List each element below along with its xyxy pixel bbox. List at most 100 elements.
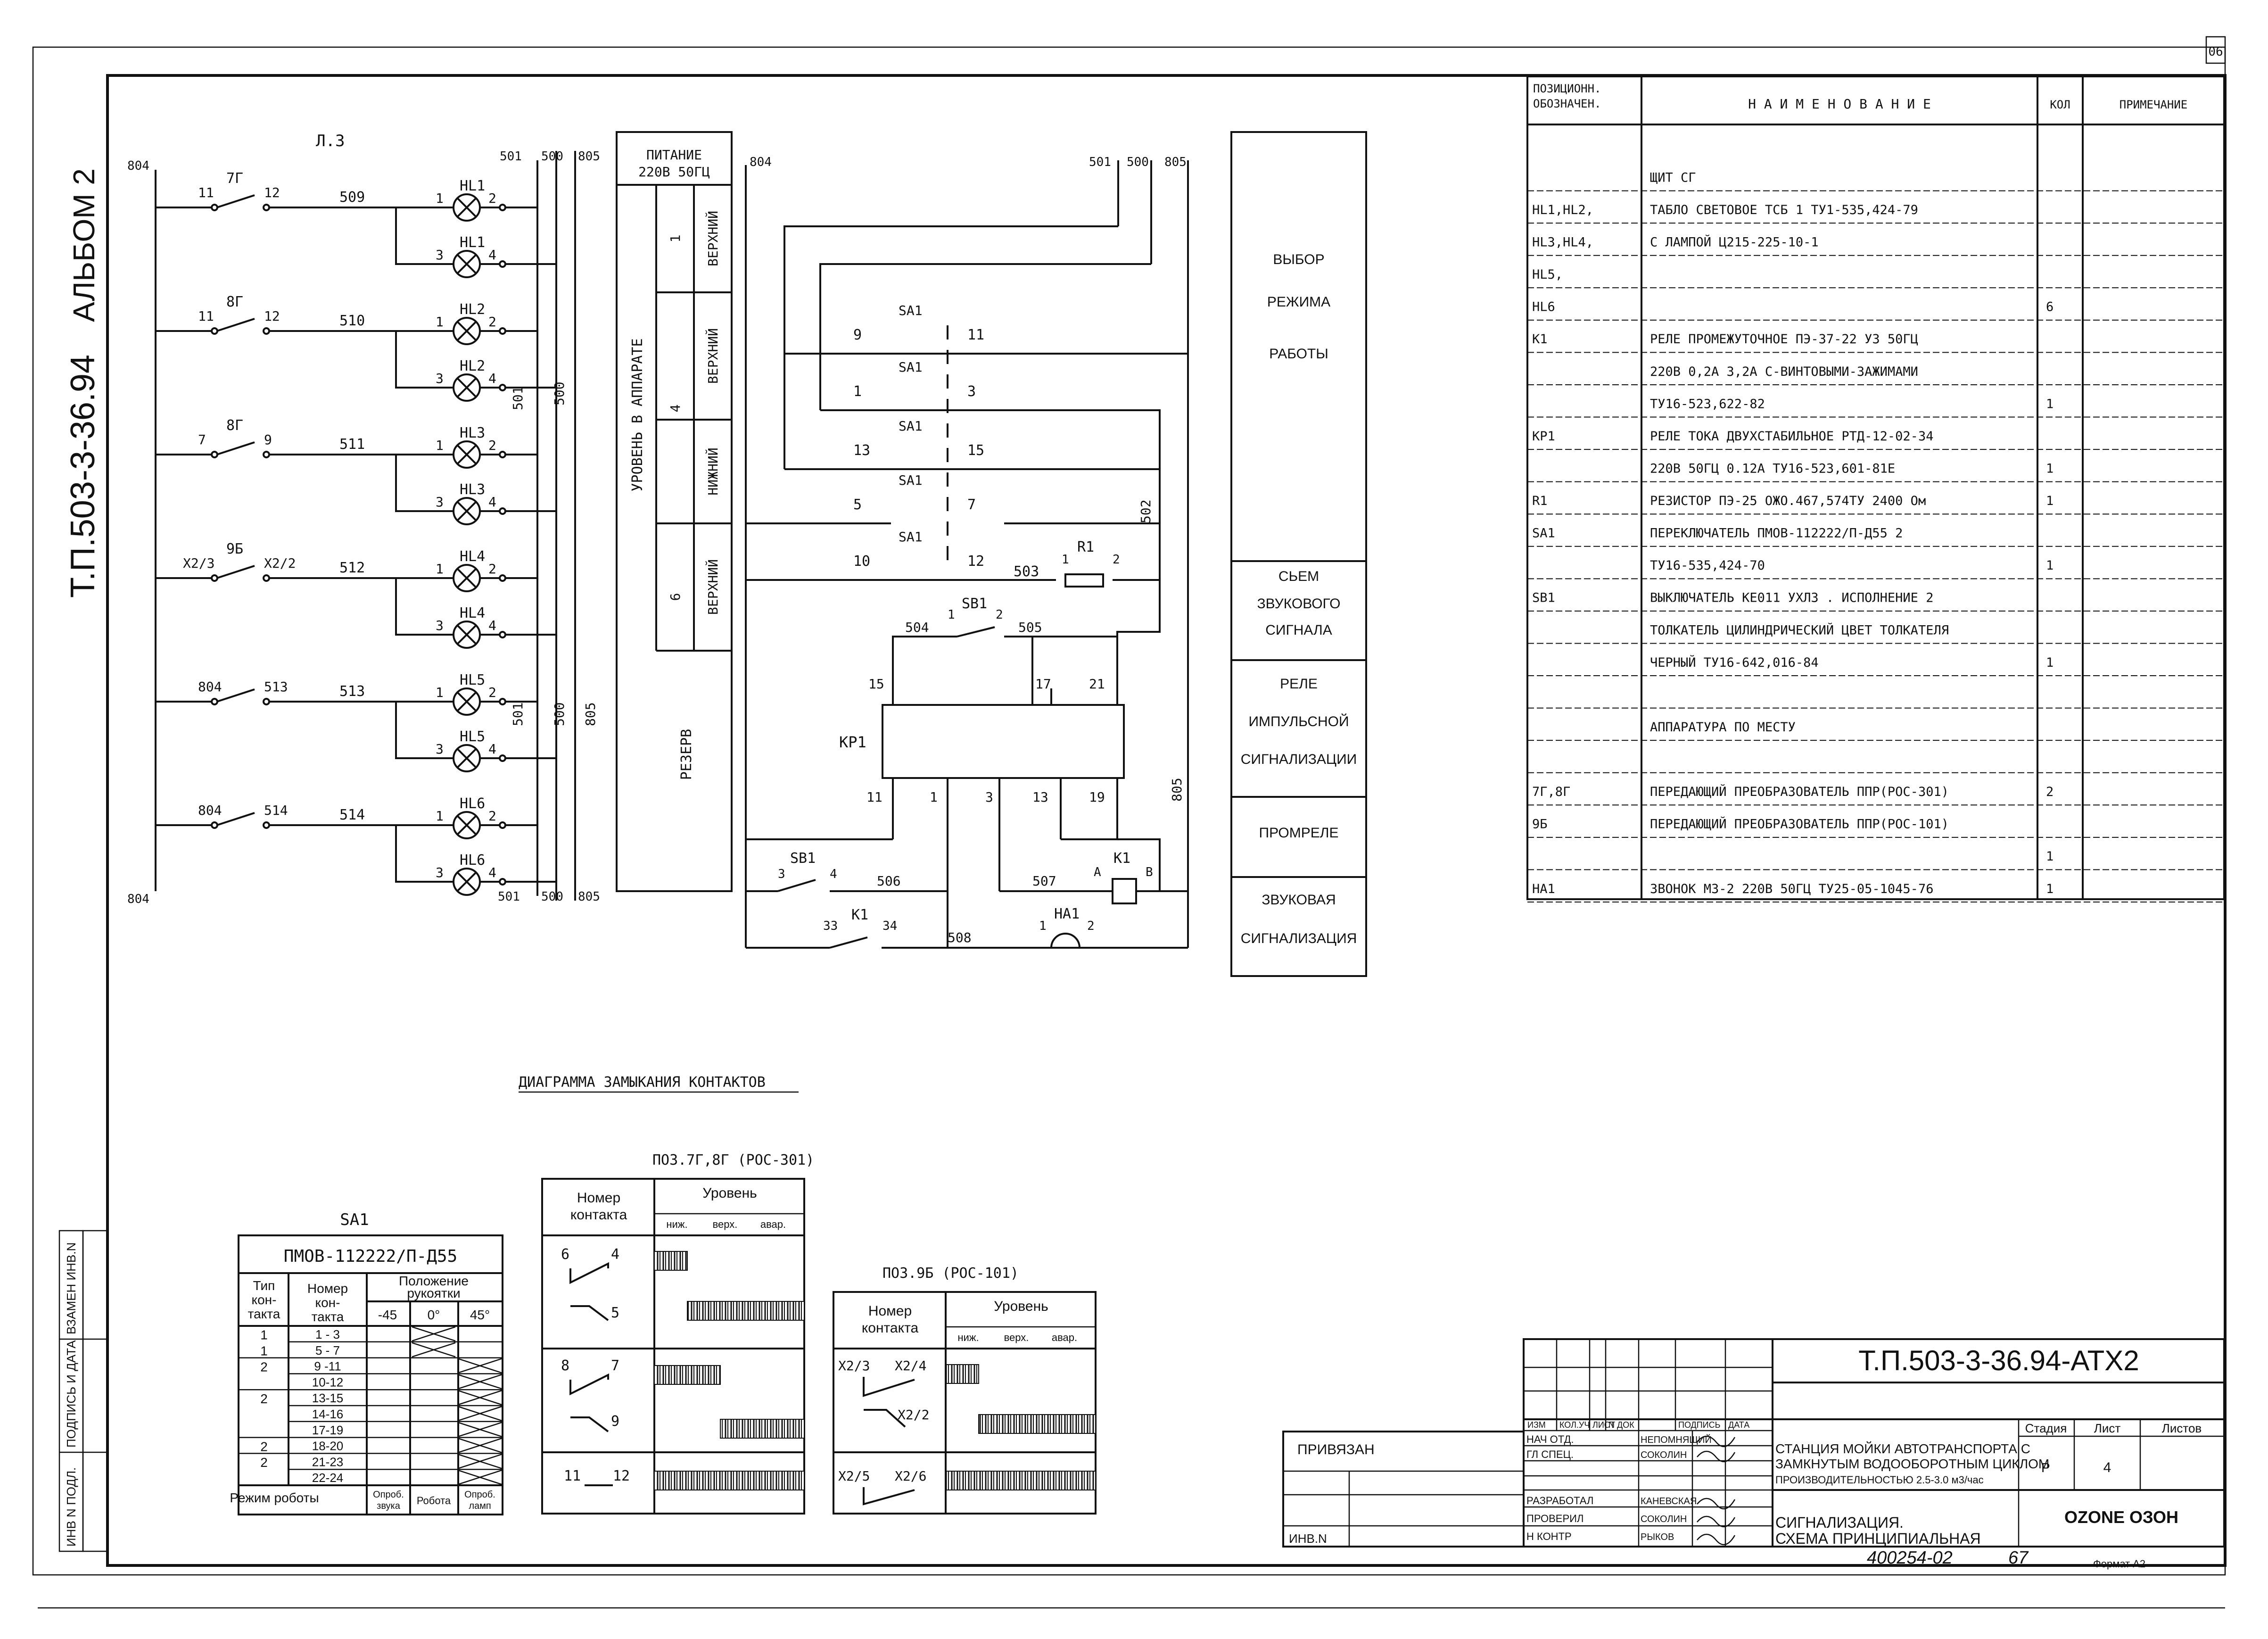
- pos101-c1b: Х2/4: [895, 1358, 926, 1374]
- supply-header-1: ПИТАНИЕ: [646, 147, 702, 163]
- pos301-level: Уровень: [702, 1185, 757, 1201]
- tb-name-1: НЕПОМНЯЩИЙ: [1641, 1434, 1712, 1445]
- level-row-num-4: 6: [668, 593, 683, 601]
- album-label: АЛЬБОМ 2: [67, 168, 101, 322]
- rc-k1c: К1: [851, 907, 868, 923]
- tb-col-sign: ПОДПИСЬ: [1678, 1420, 1720, 1430]
- lamp-label: HL3: [460, 481, 485, 498]
- rc-kp1-top-15: 15: [868, 676, 884, 692]
- rc-wire-507: 507: [1032, 873, 1056, 889]
- tb-project-1: СТАНЦИЯ МОЙКИ АВТОТРАНСПОРТА С: [1775, 1441, 2030, 1456]
- rc-top-805: 805: [1164, 155, 1187, 169]
- bus-b-top: 500: [541, 149, 563, 164]
- doc-code-vertical: Т.П.503-3-36.94: [64, 355, 102, 598]
- spec-h-pos-2: ОБОЗНАЧЕН.: [1533, 97, 1601, 110]
- lamp-pin: 2: [488, 314, 496, 330]
- right-circuit: 804 501 500 805 502 503 R1 1 2 SB1 1 2 5…: [745, 155, 1189, 949]
- pos101-c2a: Х2/5: [838, 1468, 870, 1484]
- lamp-label: HL3: [460, 425, 485, 441]
- branch-node-1: 11: [198, 185, 214, 200]
- spec-qty: 1: [2046, 849, 2054, 864]
- supply-header-2: 220В 50ГЦ: [638, 164, 710, 180]
- bell-icon: [1050, 933, 1081, 949]
- spec-qty: 1: [2046, 397, 2054, 411]
- handwritten-page: 67: [2008, 1548, 2029, 1568]
- rc-kp1-bot-13: 13: [1032, 789, 1048, 805]
- level-row-label-2: ВЕРХНИЙ: [705, 328, 721, 384]
- branch-node-2: 12: [264, 308, 280, 324]
- level-side-label: УРОВЕНЬ В АППАРАТЕ: [629, 338, 646, 491]
- pos101-c1a: Х2/3: [838, 1358, 870, 1374]
- lamp-pin: 2: [488, 685, 496, 700]
- sa1-angle-3: 45°: [470, 1308, 490, 1322]
- rc-kp1-bot-3: 3: [985, 789, 993, 805]
- svg-text:ламп: ламп: [469, 1501, 491, 1511]
- rc-wire-506: 506: [877, 873, 901, 889]
- lamp-pin: 2: [488, 808, 496, 824]
- sa1-pin-b: 3: [967, 383, 976, 400]
- sa1-footer: Режим роботы: [230, 1490, 319, 1505]
- spec-name: 220В 0,2А 3,2А С-ВИНТОВЫМИ-ЗАЖИМАМИ: [1650, 364, 1918, 379]
- rc-kp1-bot-11: 11: [866, 789, 882, 805]
- rc-top-500: 500: [1127, 155, 1149, 169]
- rc-sb1b-pin3: 3: [778, 867, 785, 881]
- spec-row: НА1 ЗВОНОК МЗ-2 220В 50ГЦ ТУ25-05-1045-76…: [1527, 882, 2224, 902]
- tb-role-1: НАЧ ОТД.: [1526, 1433, 1574, 1445]
- rc-sb1: SB1: [962, 596, 987, 612]
- sa1-row-num: 9 -11: [314, 1359, 341, 1374]
- lamp-pin: 1: [436, 685, 444, 700]
- lamp-pin: 1: [436, 561, 444, 577]
- rc-wire-805: 805: [1169, 778, 1185, 802]
- spec-pos: HL1,HL2,: [1532, 203, 1593, 217]
- spec-qty: 1: [2046, 494, 2054, 508]
- spec-pos: НА1: [1532, 882, 1555, 896]
- lamp-pin: 2: [488, 438, 496, 453]
- signature-5: [1697, 1533, 1736, 1546]
- pos101-title: ПОЗ.9Б (РОС-101): [882, 1265, 1019, 1282]
- pos101-c1c: Х2/2: [898, 1407, 929, 1423]
- lamp-label: HL6: [460, 795, 485, 812]
- sa1-pin-a: 10: [853, 553, 870, 570]
- lamp-pin: 1: [436, 190, 444, 206]
- spec-name: РЕЛЕ ПРОМЕЖУТОЧНОЕ ПЭ-37-22 УЗ 50ГЦ: [1650, 332, 1918, 347]
- sa1-row-num: 18-20: [312, 1439, 344, 1453]
- rc-k1c-pin34: 34: [882, 919, 897, 933]
- spec-name: ПЕРЕДАЮЩИЙ ПРЕОБРАЗОВАТЕЛЬ ППР(РОС-301): [1650, 784, 1949, 799]
- branch-device: 8Г: [226, 294, 243, 310]
- signature-1: [1697, 1435, 1736, 1448]
- tb-sheets-h: Листов: [2162, 1421, 2202, 1435]
- svg-text:звука: звука: [377, 1501, 401, 1511]
- pos301-c1b: 4: [611, 1246, 619, 1263]
- rc-wire-502: 502: [1138, 499, 1154, 523]
- svg-text:Опроб.: Опроб.: [464, 1490, 495, 1500]
- sa1-contact-table: SA1 ПМОВ-112222/П-Д55 Тип кон- такта Ном…: [230, 1210, 503, 1515]
- rc-sb1-pin2: 2: [996, 608, 1003, 622]
- sa1-footer-mode-2: Робота: [417, 1495, 451, 1507]
- tb-sheet-h: Лист: [2094, 1421, 2121, 1435]
- spec-pos: SB1: [1532, 591, 1555, 605]
- tb-project-2: ЗАМКНУТЫМ ВОДООБОРОТНЫМ ЦИКЛОМ: [1775, 1457, 2049, 1471]
- lamp-label: HL5: [460, 728, 485, 745]
- spec-name: ЗВОНОК МЗ-2 220В 50ГЦ ТУ25-05-1045-76: [1650, 882, 1933, 896]
- branch-node-2: 12: [264, 185, 280, 200]
- sa1-symbol-label: SA1: [899, 303, 923, 318]
- tb-col-koluch: КОЛ.УЧ: [1559, 1420, 1590, 1430]
- rc-k1: К1: [1113, 850, 1130, 867]
- rc-kp1-top-17: 17: [1035, 676, 1051, 692]
- spec-name: 220В 50ГЦ 0.12А ТУ16-523,601-81Е: [1650, 461, 1895, 476]
- sa1-row-num: 21-23: [312, 1455, 344, 1469]
- pos101-c2b: Х2/6: [895, 1468, 926, 1484]
- bus-c-top: 805: [578, 149, 600, 164]
- sa1-pin-a: 5: [853, 497, 862, 513]
- pos301-col-2: верх.: [713, 1218, 738, 1230]
- lamp-pin: 3: [436, 618, 444, 633]
- rc-sb1-pin1: 1: [948, 608, 955, 622]
- spec-h-qty: КОЛ: [2050, 98, 2070, 111]
- spec-name: РЕЛЕ ТОКА ДВУХСТАБИЛЬНОЕ РТД-12-02-34: [1650, 429, 1933, 444]
- spec-row: HL5,: [1527, 267, 2224, 289]
- sa1-angle-2: 0°: [428, 1308, 440, 1322]
- pos301-title: ПОЗ.7Г,8Г (РОС-301): [652, 1152, 814, 1168]
